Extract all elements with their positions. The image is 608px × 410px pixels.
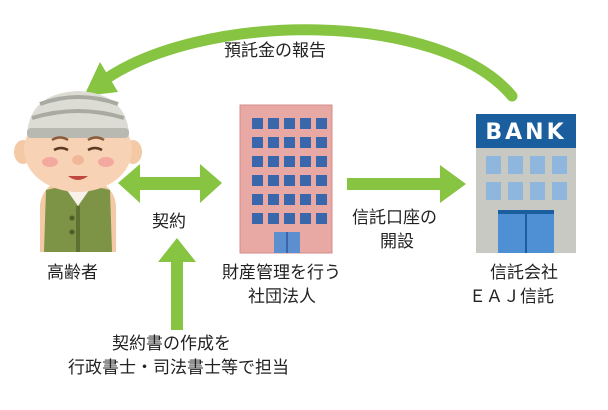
- bank-sign-text: BANK: [485, 120, 566, 145]
- bank-label-line2: ＥＡＪ信託: [469, 287, 554, 307]
- report-arrow: [84, 24, 518, 102]
- document-note-line1: 契約書の作成を: [112, 334, 231, 354]
- elderly-label: 高齢者: [47, 263, 98, 283]
- corporation-label-line1: 財産管理を行う: [222, 263, 341, 283]
- contract-double-arrow: [118, 164, 222, 203]
- report-label: 預託金の報告: [224, 41, 326, 61]
- corporation-label-line2: 社団法人: [248, 287, 316, 307]
- document-arrow: [158, 238, 196, 330]
- bank-label-line1: 信託会社: [490, 263, 558, 283]
- account-opening-arrow: [347, 165, 466, 203]
- elderly-person-illustration: [14, 91, 142, 252]
- office-building-illustration: [239, 104, 333, 254]
- bank-building-illustration: BANK: [476, 114, 576, 253]
- account-opening-label-line2: 開設: [380, 232, 414, 252]
- contract-label: 契約: [152, 212, 186, 232]
- document-note-line2: 行政書士・司法書士等で担当: [68, 358, 289, 378]
- account-opening-label-line1: 信託口座の: [352, 208, 437, 228]
